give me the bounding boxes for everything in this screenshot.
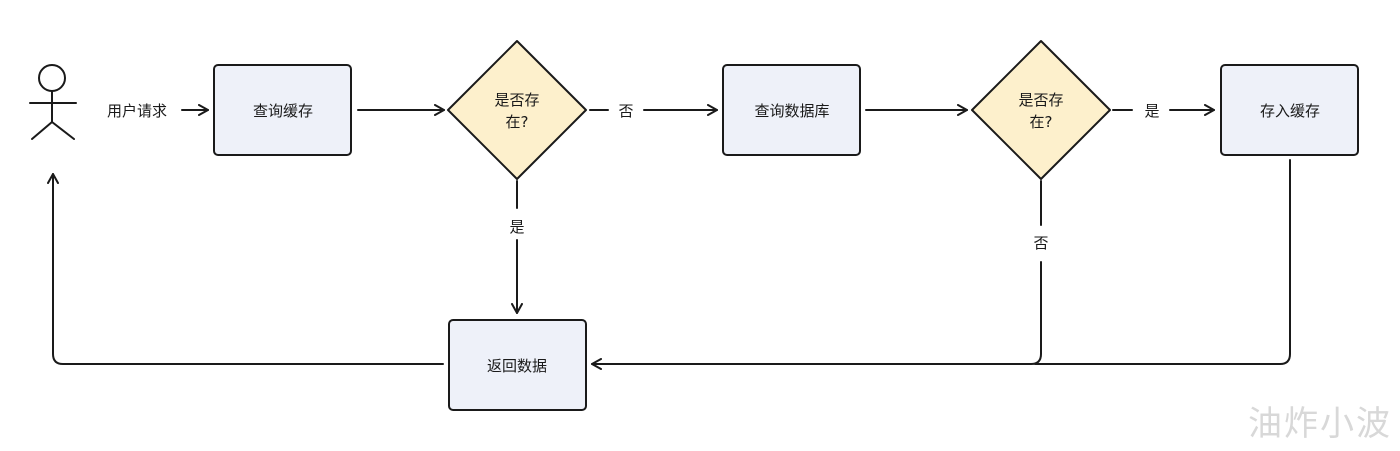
node-store-cache: 存入缓存 <box>1220 64 1359 156</box>
user-request-label: 用户请求 <box>107 102 167 120</box>
edge-store-cache-to-return <box>1034 159 1291 365</box>
decision-cache-exists: 是否存 在? <box>447 40 587 180</box>
edge-label-db-yes: 是 <box>1144 102 1159 120</box>
edge-return-to-user <box>47 173 444 365</box>
decision-cache-exists-line2: 在? <box>506 113 529 131</box>
watermark: 油炸小波 <box>1248 404 1392 444</box>
node-store-cache-label: 存入缓存 <box>1260 102 1320 120</box>
edge-label-cache-yes: 是 <box>509 218 524 236</box>
edge-db-no-b <box>591 261 1042 370</box>
node-query-db-label: 查询数据库 <box>754 102 829 120</box>
edge-label-db-no: 否 <box>1033 234 1048 252</box>
decision-db-exists-line2: 在? <box>1030 113 1053 131</box>
decision-cache-exists-line1: 是否存 <box>494 91 539 109</box>
edge-label-cache-no: 否 <box>618 102 633 120</box>
person-icon <box>29 64 77 140</box>
decision-db-exists-line1: 是否存 <box>1018 91 1063 109</box>
node-return-data: 返回数据 <box>448 319 587 411</box>
node-query-db: 查询数据库 <box>722 64 861 156</box>
node-query-cache-label: 查询缓存 <box>253 102 313 120</box>
decision-db-exists: 是否存 在? <box>971 40 1111 180</box>
node-query-cache: 查询缓存 <box>213 64 352 156</box>
node-return-data-label: 返回数据 <box>487 357 547 375</box>
